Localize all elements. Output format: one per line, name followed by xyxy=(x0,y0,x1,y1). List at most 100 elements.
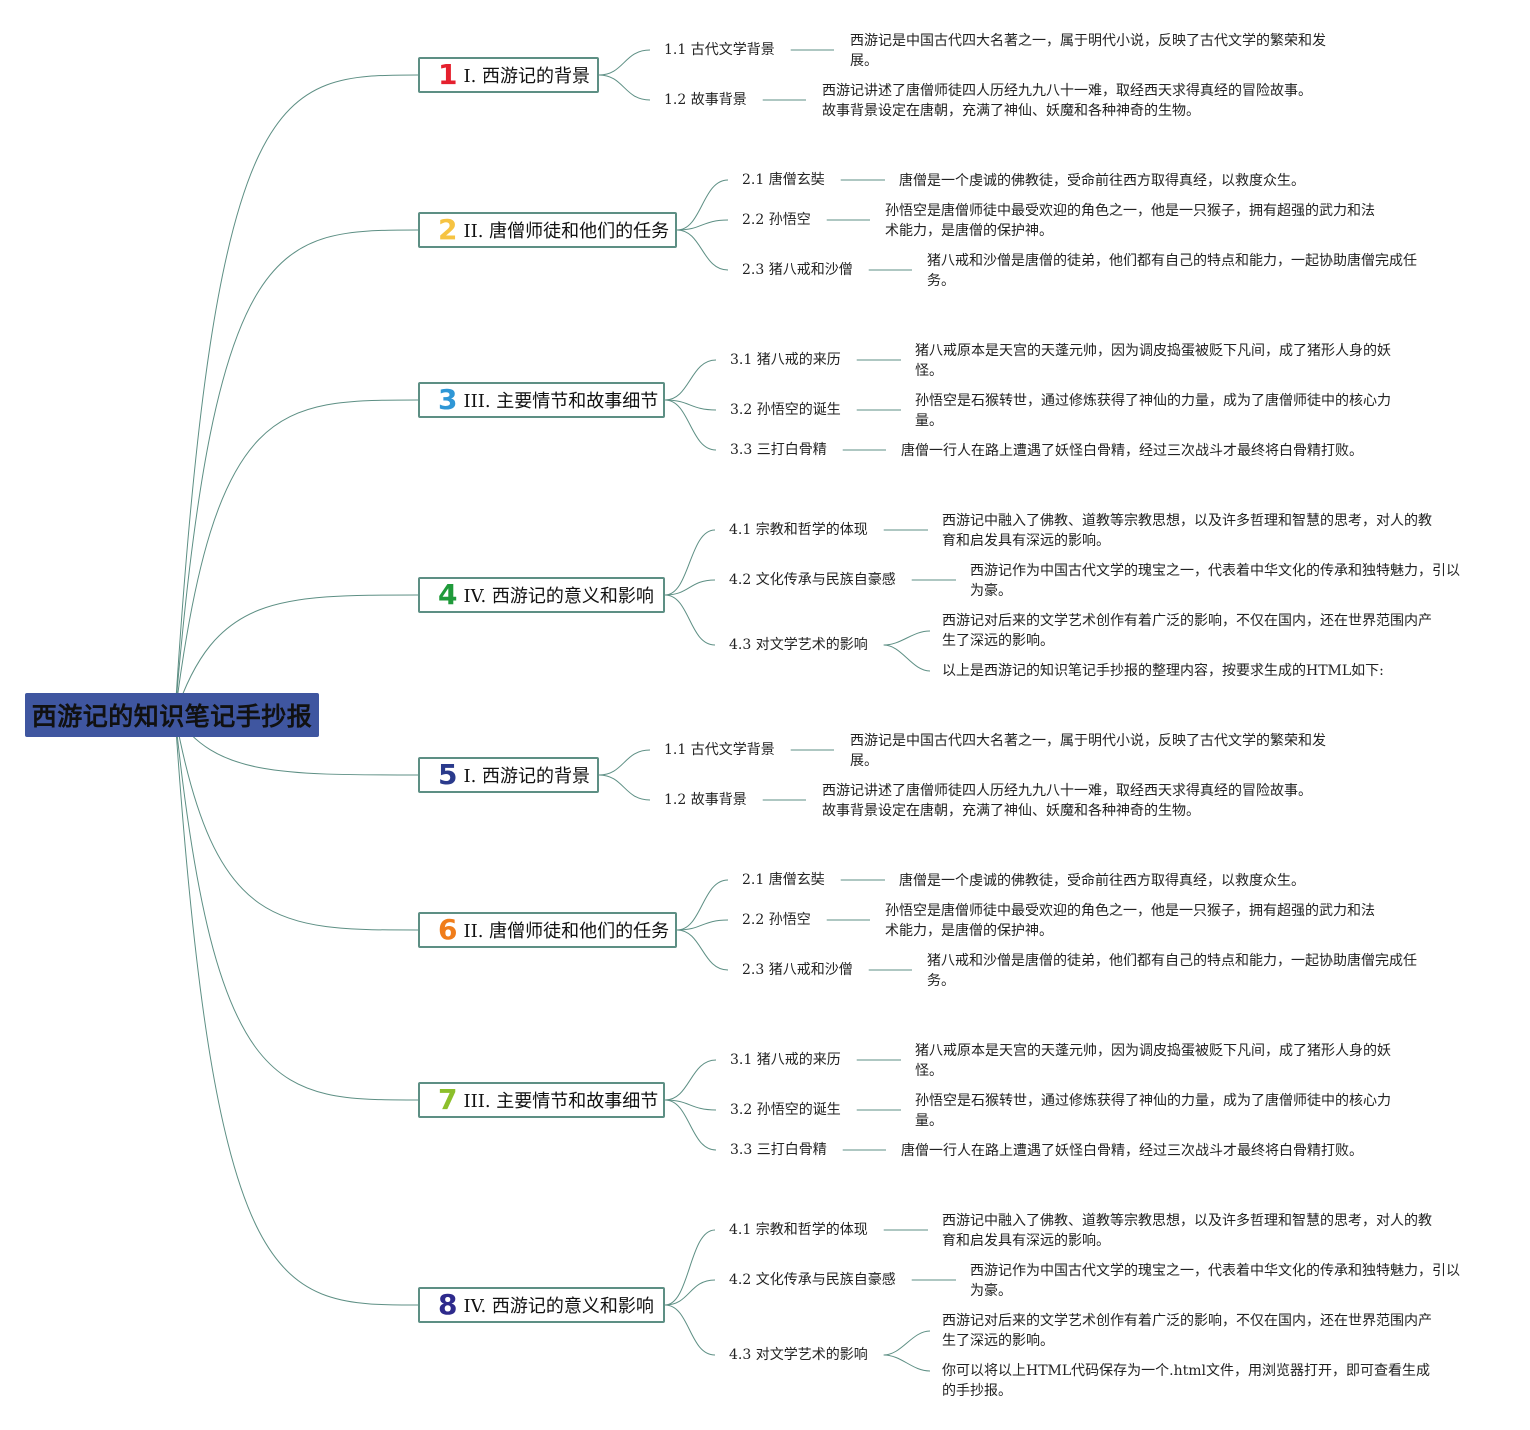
subtopic-label[interactable]: 2.3 猪八戒和沙僧 xyxy=(742,962,853,978)
subtopic-label[interactable]: 3.3 三打白骨精 xyxy=(730,1142,827,1158)
connector-line xyxy=(883,644,931,672)
connector-line xyxy=(174,74,419,716)
connector-line xyxy=(664,399,717,451)
root-title: 西游记的知识笔记手抄报 xyxy=(31,702,313,731)
connector-line xyxy=(664,399,717,411)
branch-label: I. 西游记的背景 xyxy=(463,66,591,87)
connector-line xyxy=(174,229,419,716)
subtopic-label[interactable]: 2.2 孙悟空 xyxy=(742,912,811,928)
subtopic-label[interactable]: 4.2 文化传承与民族自豪感 xyxy=(729,1272,896,1288)
note-text[interactable]: 孙悟空是石猴转世，通过修炼获得了神仙的力量，成为了唐僧师徒中的核心力量。 xyxy=(915,1093,1391,1129)
branch-label: III. 主要情节和故事细节 xyxy=(463,1091,659,1112)
connector-line xyxy=(174,594,419,716)
connector-line xyxy=(676,929,729,971)
note-text[interactable]: 西游记作为中国古代文学的瑰宝之一，代表着中华文化的传承和独特魅力，引以为豪。 xyxy=(970,1263,1460,1299)
subtopic-label[interactable]: 2.1 唐僧玄奘 xyxy=(742,172,825,188)
branch-label: III. 主要情节和故事细节 xyxy=(463,391,659,412)
connector-line xyxy=(883,1330,931,1356)
subtopic-label[interactable]: 4.2 文化传承与民族自豪感 xyxy=(729,572,896,588)
connector-line xyxy=(676,179,729,231)
subtopic-label[interactable]: 1.1 古代文学背景 xyxy=(664,42,775,58)
subtopic-label[interactable]: 1.2 故事背景 xyxy=(664,92,747,108)
subtopic-label[interactable]: 2.2 孙悟空 xyxy=(742,212,811,228)
note-text[interactable]: 猪八戒原本是天宫的天蓬元帅，因为调皮捣蛋被贬下凡间，成了猪形人身的妖怪。 xyxy=(915,1043,1391,1079)
connector-line xyxy=(598,74,651,101)
note-text[interactable]: 唐僧一行人在路上遭遇了妖怪白骨精，经过三次战斗才最终将白骨精打败。 xyxy=(901,443,1363,459)
subtopic-label[interactable]: 4.1 宗教和哲学的体现 xyxy=(729,522,868,538)
branch-number-badge: 8 xyxy=(438,1288,458,1321)
branch-label: IV. 西游记的意义和影响 xyxy=(463,586,654,607)
connector-line xyxy=(598,774,651,801)
subtopic-label[interactable]: 3.2 孙悟空的诞生 xyxy=(730,1102,841,1118)
subtopic-label[interactable]: 3.1 猪八戒的来历 xyxy=(730,1052,841,1068)
note-text[interactable]: 猪八戒和沙僧是唐僧的徒弟，他们都有自己的特点和能力，一起协助唐僧完成任务。 xyxy=(927,253,1417,289)
branch-label: I. 西游记的背景 xyxy=(463,766,591,787)
subtopic-label[interactable]: 4.3 对文学艺术的影响 xyxy=(729,637,868,653)
note-text[interactable]: 你可以将以上HTML代码保存为一个.html文件，用浏览器打开，即可查看生成的手… xyxy=(942,1363,1431,1399)
subtopic-label[interactable]: 2.3 猪八戒和沙僧 xyxy=(742,262,853,278)
branch-number-badge: 4 xyxy=(438,578,458,611)
note-text[interactable]: 以上是西游记的知识笔记手抄报的整理内容，按要求生成的HTML如下: xyxy=(942,663,1384,679)
note-text[interactable]: 西游记对后来的文学艺术创作有着广泛的影响，不仅在国内，还在世界范围内产生了深远的… xyxy=(942,613,1432,649)
branch-number-badge: 2 xyxy=(438,213,458,246)
note-text[interactable]: 西游记中融入了佛教、道教等宗教思想，以及许多哲理和智慧的思考，对人的教育和启发具… xyxy=(942,1213,1432,1249)
note-text[interactable]: 唐僧一行人在路上遭遇了妖怪白骨精，经过三次战斗才最终将白骨精打败。 xyxy=(901,1143,1363,1159)
connector-line xyxy=(676,219,729,231)
branch-number-badge: 1 xyxy=(438,58,458,91)
connector-line xyxy=(883,1354,931,1372)
branch-number-badge: 7 xyxy=(438,1083,458,1116)
connector-line xyxy=(174,714,419,1306)
note-text[interactable]: 西游记对后来的文学艺术创作有着广泛的影响，不仅在国内，还在世界范围内产生了深远的… xyxy=(942,1313,1432,1349)
branch-label: IV. 西游记的意义和影响 xyxy=(463,1296,654,1317)
note-text[interactable]: 西游记讲述了唐僧师徒四人历经九九八十一难，取经西天求得真经的冒险故事。故事背景设… xyxy=(822,83,1312,119)
note-text[interactable]: 孙悟空是唐僧师徒中最受欢迎的角色之一，他是一只猴子，拥有超强的武力和法术能力，是… xyxy=(885,903,1375,939)
note-text[interactable]: 西游记讲述了唐僧师徒四人历经九九八十一难，取经西天求得真经的冒险故事。故事背景设… xyxy=(822,783,1312,819)
subtopic-label[interactable]: 3.1 猪八戒的来历 xyxy=(730,352,841,368)
branch-label: II. 唐僧师徒和他们的任务 xyxy=(463,921,670,942)
note-text[interactable]: 西游记是中国古代四大名著之一，属于明代小说，反映了古代文学的繁荣和发展。 xyxy=(850,33,1326,69)
subtopic-label[interactable]: 4.3 对文学艺术的影响 xyxy=(729,1347,868,1363)
connector-line xyxy=(664,1059,717,1101)
note-text[interactable]: 猪八戒原本是天宫的天蓬元帅，因为调皮捣蛋被贬下凡间，成了猪形人身的妖怪。 xyxy=(915,343,1391,379)
note-text[interactable]: 孙悟空是石猴转世，通过修炼获得了神仙的力量，成为了唐僧师徒中的核心力量。 xyxy=(915,393,1391,429)
connector-line xyxy=(676,879,729,931)
note-text[interactable]: 西游记是中国古代四大名著之一，属于明代小说，反映了古代文学的繁荣和发展。 xyxy=(850,733,1326,769)
subtopic-label[interactable]: 2.1 唐僧玄奘 xyxy=(742,872,825,888)
note-text[interactable]: 西游记中融入了佛教、道教等宗教思想，以及许多哲理和智慧的思考，对人的教育和启发具… xyxy=(942,513,1432,549)
subtopic-label[interactable]: 4.1 宗教和哲学的体现 xyxy=(729,1222,868,1238)
connector-line xyxy=(883,630,931,646)
note-text[interactable]: 唐僧是一个虔诚的佛教徒，受命前往西方取得真经，以救度众生。 xyxy=(899,873,1305,889)
branch-number-badge: 5 xyxy=(438,758,458,791)
note-text[interactable]: 孙悟空是唐僧师徒中最受欢迎的角色之一，他是一只猴子，拥有超强的武力和法术能力，是… xyxy=(885,203,1375,239)
subtopic-label[interactable]: 3.3 三打白骨精 xyxy=(730,442,827,458)
connector-line xyxy=(664,1099,717,1111)
connector-line xyxy=(664,1304,716,1356)
root-topic[interactable]: 西游记的知识笔记手抄报 xyxy=(25,693,319,737)
note-text[interactable]: 唐僧是一个虔诚的佛教徒，受命前往西方取得真经，以救度众生。 xyxy=(899,173,1305,189)
subtopic-label[interactable]: 1.1 古代文学背景 xyxy=(664,742,775,758)
connector-line xyxy=(664,1099,717,1151)
connector-line xyxy=(664,1229,716,1306)
note-text[interactable]: 猪八戒和沙僧是唐僧的徒弟，他们都有自己的特点和能力，一起协助唐僧完成任务。 xyxy=(927,953,1417,989)
subtopic-label[interactable]: 1.2 故事背景 xyxy=(664,792,747,808)
note-text[interactable]: 西游记作为中国古代文学的瑰宝之一，代表着中华文化的传承和独特魅力，引以为豪。 xyxy=(970,563,1460,599)
connector-line xyxy=(664,594,716,646)
branch-number-badge: 3 xyxy=(438,383,458,416)
subtopic-label[interactable]: 3.2 孙悟空的诞生 xyxy=(730,402,841,418)
connector-line xyxy=(174,714,419,1101)
connector-line xyxy=(174,714,419,931)
branch-number-badge: 6 xyxy=(438,913,458,946)
connector-line xyxy=(664,359,717,401)
connector-line xyxy=(664,1279,716,1306)
connector-line xyxy=(174,399,419,716)
